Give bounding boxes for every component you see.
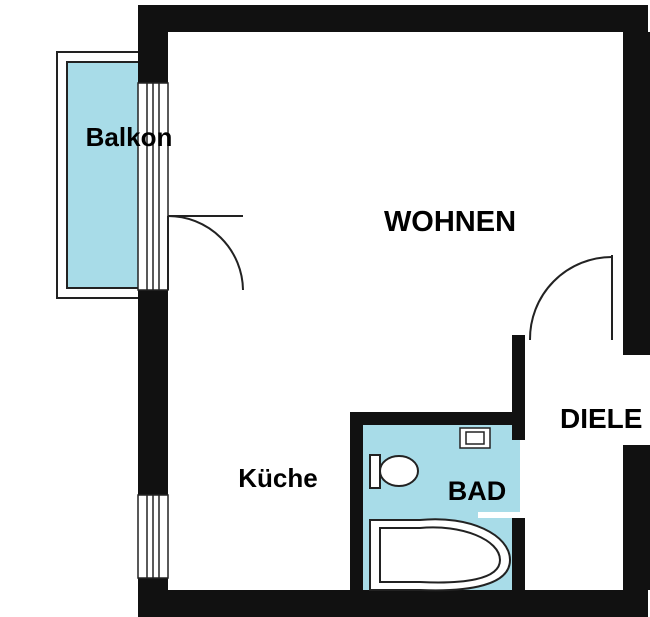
interior-walls — [350, 335, 525, 592]
door-swing-icon — [528, 255, 613, 341]
room-label-wohnen: WOHNEN — [384, 206, 516, 238]
room-label-kueche: Küche — [238, 463, 317, 493]
room-label-bad: BAD — [448, 476, 507, 506]
room-label-diele: DIELE — [560, 403, 642, 434]
washbasin-icon — [459, 427, 491, 449]
room-label-balkon: Balkon — [86, 122, 173, 152]
toilet-icon — [369, 454, 419, 489]
exterior-walls — [138, 5, 650, 617]
bath-door-gap — [478, 512, 525, 518]
balcony — [56, 51, 145, 299]
door-swing-icon — [167, 215, 244, 291]
left-wall-openings — [137, 82, 169, 579]
bathtub-icon — [369, 518, 512, 592]
